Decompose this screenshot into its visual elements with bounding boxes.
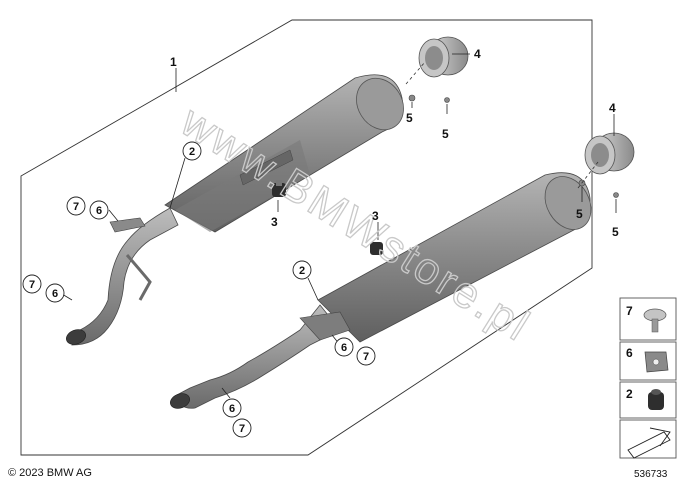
svg-text:7: 7: [626, 304, 633, 318]
callout-6a: 6: [89, 200, 109, 220]
svg-text:7: 7: [29, 279, 35, 291]
callout-7d: 7: [232, 418, 252, 438]
svg-text:7: 7: [363, 351, 369, 363]
svg-text:6: 6: [96, 205, 102, 217]
callout-6b: 6: [45, 283, 65, 303]
legend-item-6: 6: [619, 341, 677, 381]
svg-text:6: 6: [341, 342, 347, 354]
end-cap-lower: [584, 132, 635, 175]
callout-7b: 7: [22, 274, 42, 294]
callout-6c: 6: [334, 337, 354, 357]
end-cap-upper: [418, 36, 469, 78]
doc-number: 536733: [634, 469, 668, 480]
svg-text:6: 6: [52, 288, 58, 300]
arrow-symbol: [619, 419, 677, 459]
lower-muffler: [170, 172, 592, 409]
svg-text:7: 7: [239, 423, 245, 435]
callout-4-lower: 4: [609, 101, 616, 115]
callout-2-lower: 2: [292, 260, 312, 280]
callout-5b: 5: [442, 127, 449, 141]
svg-text:6: 6: [626, 346, 633, 360]
svg-text:6: 6: [229, 403, 235, 415]
callout-7a: 7: [66, 196, 86, 216]
callout-7c: 7: [356, 346, 376, 366]
screw-set: [408, 94, 619, 198]
svg-text:7: 7: [73, 201, 79, 213]
assembly-outline: [20, 19, 593, 456]
callout-3-upper: 3: [271, 215, 278, 229]
callout-3-lower: 3: [372, 209, 379, 223]
svg-text:2: 2: [189, 146, 195, 158]
callout-2-upper: 2: [182, 141, 202, 161]
callout-5d: 5: [612, 225, 619, 239]
legend-item-2: 2: [619, 381, 677, 419]
callout-5c: 5: [576, 207, 583, 221]
svg-text:2: 2: [626, 387, 633, 401]
callout-1: 1: [170, 55, 177, 69]
legend-item-7: 7: [619, 297, 677, 341]
svg-text:2: 2: [299, 265, 305, 277]
copyright-text: © 2023 BMW AG: [8, 467, 92, 479]
callout-5a: 5: [406, 111, 413, 125]
callout-6d: 6: [222, 398, 242, 418]
callout-4-upper: 4: [474, 47, 481, 61]
upper-muffler: [66, 74, 404, 346]
